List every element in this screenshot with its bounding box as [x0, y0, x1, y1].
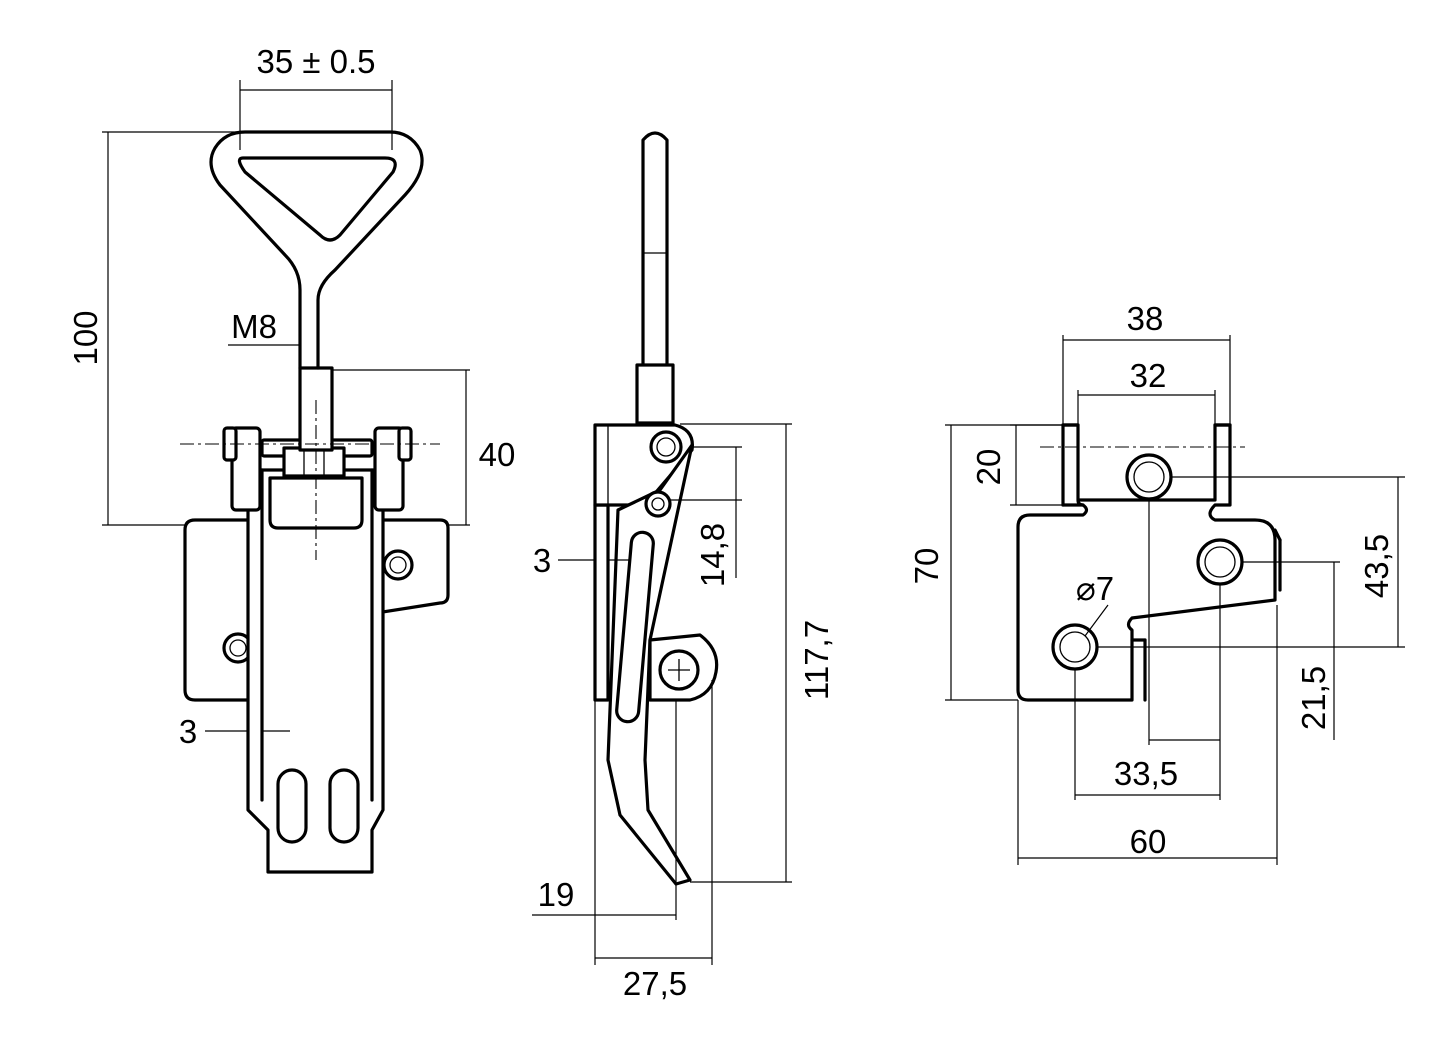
dim-pivot-offset: 14,8: [694, 523, 731, 587]
side-lever-slot: [615, 530, 655, 724]
dim-lower-offset: 21,5: [1295, 666, 1332, 730]
front-view: [180, 130, 450, 874]
side-dimensions: 3 14,8 117,7 19 27,5: [532, 423, 835, 1002]
front-handle-inner: [237, 156, 397, 242]
side-pivots: [644, 430, 683, 518]
dim-thread: M8: [231, 308, 277, 345]
front-lever-slots: [276, 768, 360, 844]
front-hex-nut: [282, 446, 346, 478]
dim-body-height: 40: [479, 436, 516, 473]
dim-plate-thickness-side: 3: [533, 542, 551, 579]
dim-hole-diameter: ⌀7: [1076, 570, 1114, 607]
dim-inner-spacing: 32: [1130, 357, 1167, 394]
dim-vertical-spacing: 43,5: [1358, 534, 1395, 598]
dim-width: 60: [1130, 823, 1167, 860]
dim-outer-spacing: 38: [1127, 300, 1164, 337]
side-base-plate: [593, 503, 610, 702]
dim-overall-length: 117,7: [798, 620, 835, 700]
hole-dimensions: 38 32 20 70 ⌀7 43,5 21,5 33,5: [908, 300, 1405, 865]
front-lower-block: [268, 476, 364, 530]
dim-horizontal-spacing: 33,5: [1114, 755, 1178, 792]
front-dimensions: 35 ± 0.5 100 M8 40 3: [67, 43, 515, 750]
dim-overall-height: 100: [67, 310, 104, 365]
dim-height: 70: [908, 548, 945, 585]
dim-hook-offset: 19: [538, 876, 575, 913]
side-view: [593, 131, 719, 886]
hole-view-plate: [1016, 423, 1277, 702]
front-handle-loop: [209, 130, 424, 370]
dim-plate-thickness-front: 3: [179, 713, 197, 750]
dim-handle-width: 35 ± 0.5: [256, 43, 375, 80]
dim-depth: 27,5: [623, 965, 687, 1002]
dim-slot-depth: 20: [970, 449, 1007, 486]
side-rod-thread: [635, 363, 675, 425]
